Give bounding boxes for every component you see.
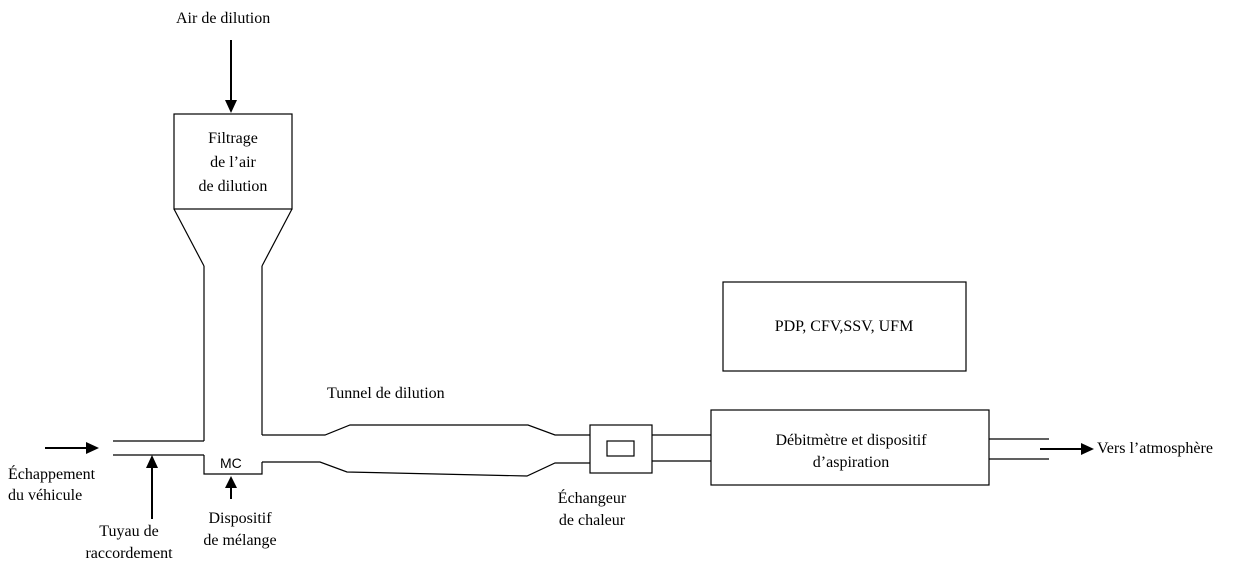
mixing-chamber-outline: [203, 455, 263, 475]
flowmeter-label-1: Débitmètre et dispositif: [775, 432, 927, 449]
tunnel-label: Tunnel de dilution: [327, 385, 445, 402]
funnel-right: [261, 208, 293, 267]
filter-label-3: de dilution: [199, 178, 268, 195]
mixing-label-2: de mélange: [203, 532, 276, 549]
dilution-air-arrowhead: [225, 100, 237, 113]
pdp-box: [722, 281, 967, 372]
filter-label-2: de l’air: [210, 154, 256, 171]
pipe-pointer-arrowhead: [146, 455, 158, 468]
heat-exchanger-core: [606, 440, 635, 457]
exhaust-arrowhead: [86, 442, 99, 454]
mixing-label-1: Dispositif: [208, 510, 272, 527]
exhaust-label-2: du véhicule: [8, 487, 82, 504]
pipe-label-2: raccordement: [85, 545, 173, 562]
filter-label-1: Filtrage: [208, 130, 258, 147]
mixing-pointer-arrowhead: [225, 476, 237, 488]
pipe-label-1: Tuyau de: [99, 523, 158, 540]
atmosphere-arrowhead: [1081, 443, 1094, 455]
tunnel-top-wall: [262, 424, 590, 436]
exhaust-label-1: Échappement: [8, 464, 96, 483]
pdp-label: PDP, CFV,SSV, UFM: [775, 318, 914, 335]
filter-box: [173, 113, 293, 210]
air-dilution-label: Air de dilution: [176, 10, 270, 27]
tunnel-bottom-wall: [262, 461, 590, 477]
flowmeter-box: [710, 409, 990, 486]
exchanger-label-2: de chaleur: [559, 512, 626, 529]
funnel-left: [173, 208, 205, 267]
exchanger-label-1: Échangeur: [558, 488, 627, 507]
flowmeter-label-2: d’aspiration: [813, 454, 889, 471]
atmosphere-label: Vers l’atmosphère: [1097, 440, 1213, 457]
mixing-code-label: MC: [220, 455, 242, 471]
